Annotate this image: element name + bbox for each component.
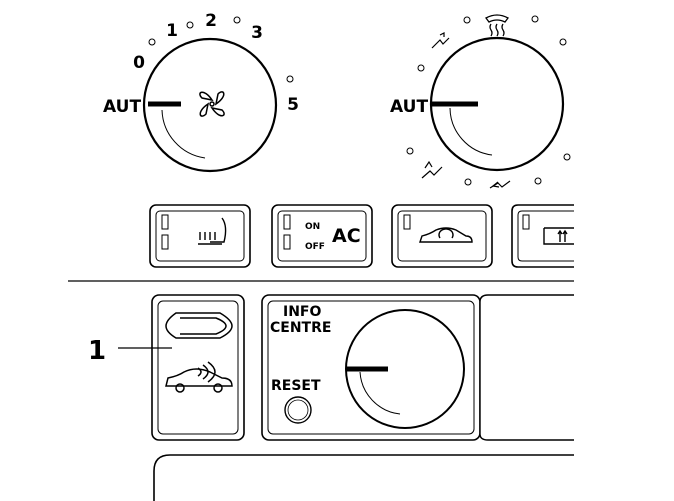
callout-number: 1: [88, 336, 106, 366]
fan-dot: [233, 16, 241, 24]
fan-dot: [148, 38, 156, 46]
fan-label-2: 2: [205, 11, 217, 31]
ac-off-label: OFF: [305, 242, 325, 252]
car-sensor-icon: [165, 361, 233, 393]
fan-speed-dial[interactable]: 0 1 2 3 5 AUT: [103, 11, 299, 173]
air-dot: [463, 16, 471, 24]
fan-label-0: 0: [133, 53, 145, 73]
recirculation-button[interactable]: [391, 204, 493, 268]
air-dot: [559, 38, 567, 46]
info-centre-panel: INFO CENTRE RESET: [261, 294, 481, 441]
fan-label-aut: AUT: [103, 97, 141, 117]
lower-panel-edge: [153, 454, 574, 501]
air-dot: [563, 153, 571, 161]
reset-button[interactable]: [284, 396, 312, 424]
callout-1: 1: [88, 336, 172, 366]
fan-dot: [186, 21, 194, 29]
air-distribution-dial[interactable]: AUT: [390, 14, 571, 189]
air-dot: [534, 177, 542, 185]
info-title-line2: CENTRE: [270, 320, 331, 336]
seat-heater-icon: [198, 217, 227, 245]
reset-label: RESET: [271, 378, 321, 394]
air-label-aut: AUT: [390, 97, 428, 117]
air-dot: [417, 64, 425, 72]
fan-label-5: 5: [287, 95, 299, 115]
headlight-switch-panel[interactable]: [151, 294, 245, 441]
fan-dot: [286, 75, 294, 83]
ac-label: AC: [332, 225, 361, 247]
fan-icon: [199, 91, 225, 117]
rear-defrost-button[interactable]: [511, 204, 574, 268]
fan-label-1: 1: [166, 21, 178, 41]
headlight-icon: [165, 312, 233, 339]
info-thumbwheel-dial[interactable]: [345, 309, 465, 429]
air-dot: [464, 178, 472, 186]
airflow-vent-icons: [421, 32, 511, 189]
seat-heater-button[interactable]: [149, 204, 251, 268]
recirculation-icon: [419, 227, 473, 243]
ac-on-label: ON: [305, 222, 320, 232]
air-dot: [531, 15, 539, 23]
info-title-line1: INFO: [283, 304, 321, 320]
air-dot: [406, 147, 414, 155]
right-panel-edge: [479, 294, 574, 441]
fan-label-3: 3: [251, 23, 263, 43]
rear-defrost-icon: [543, 227, 574, 245]
ac-button[interactable]: ON OFF AC: [271, 204, 373, 268]
windshield-defrost-icon: [485, 14, 509, 37]
